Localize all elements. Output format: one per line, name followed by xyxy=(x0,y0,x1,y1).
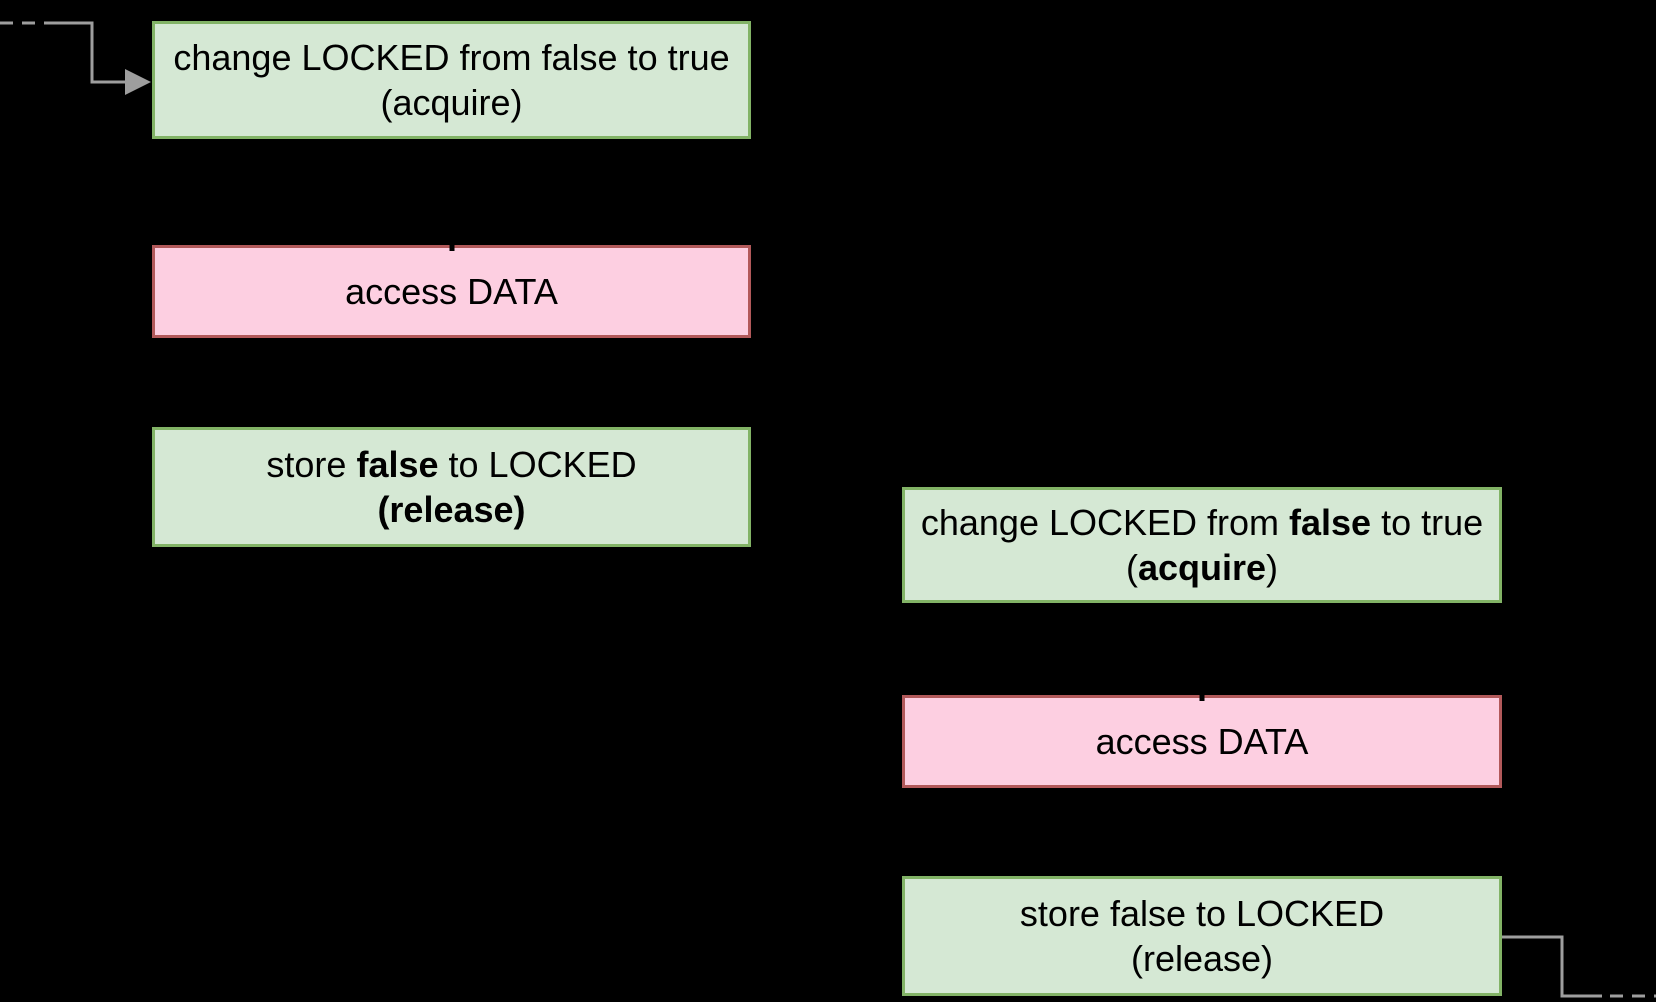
box-right-acquire: change LOCKED from false to true(acquire… xyxy=(902,487,1502,603)
box-text-line: access DATA xyxy=(345,271,558,312)
box-text-line: (release) xyxy=(377,489,526,530)
box-right-release: store false to LOCKED(release) xyxy=(902,876,1502,996)
box-text-line: (acquire) xyxy=(380,82,523,123)
box-text-line: change LOCKED from false to true xyxy=(920,502,1484,543)
box-text-line: (acquire) xyxy=(1125,547,1279,588)
box-left-acquire: change LOCKED from false to true(acquire… xyxy=(152,21,751,139)
connector-arrow-tip xyxy=(449,243,454,251)
entry-connector xyxy=(53,21,125,84)
box-text-line: store false to LOCKED xyxy=(266,444,637,485)
box-text-line: change LOCKED from false to true xyxy=(173,37,730,78)
box-text-line: (release) xyxy=(1130,938,1274,979)
box-right-access-data: access DATA xyxy=(902,693,1502,788)
box-left-release: store false to LOCKED(release) xyxy=(152,427,751,547)
exit-connector xyxy=(1502,935,1602,998)
entry-arrowhead-icon xyxy=(125,69,151,95)
box-text-line: access DATA xyxy=(1095,721,1309,762)
box-text-line: store false to LOCKED xyxy=(1019,893,1385,934)
box-left-access-data: access DATA xyxy=(152,243,751,338)
connector-arrow-tip xyxy=(1199,693,1205,701)
